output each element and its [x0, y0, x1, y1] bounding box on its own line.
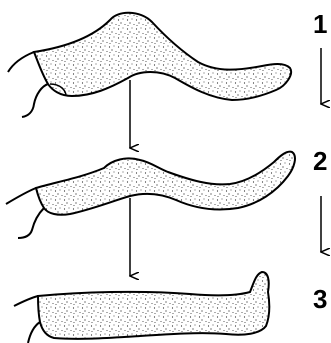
step-number-3: 3: [313, 284, 327, 314]
leg-figure-3: [14, 272, 269, 343]
leg-figure-1: [8, 13, 291, 117]
step-number-2: 2: [313, 146, 327, 176]
leg-figure-2: [6, 152, 295, 238]
step-number-1: 1: [313, 9, 327, 39]
